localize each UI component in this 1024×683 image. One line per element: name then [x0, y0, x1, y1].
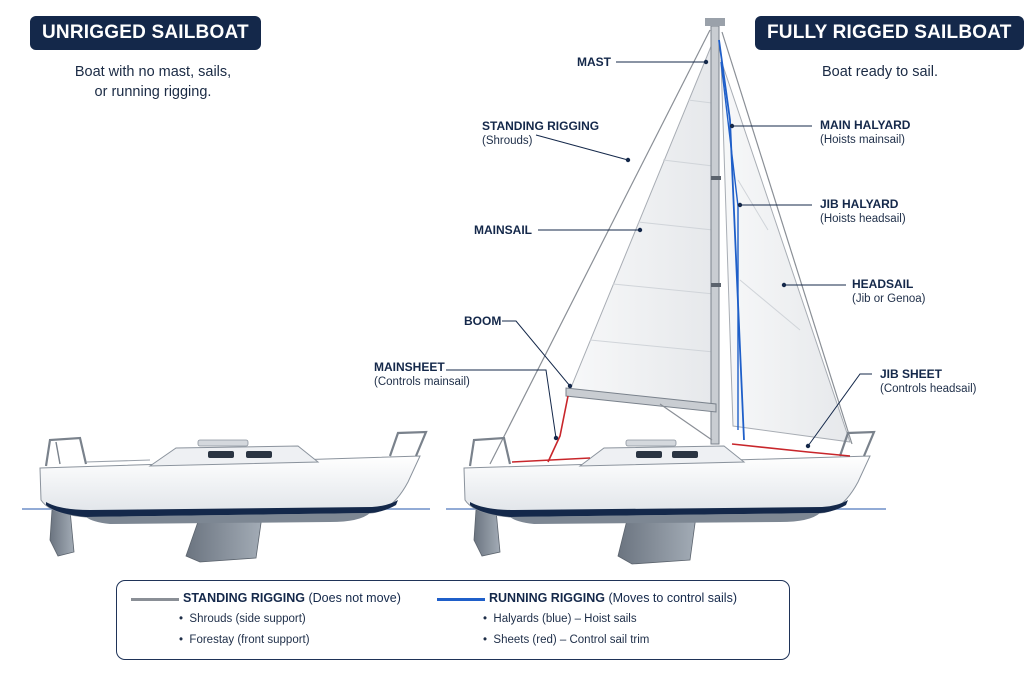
legend-running-swatch [437, 598, 485, 601]
callout-dots [553, 59, 811, 449]
legend-standing-item: • Forestay (front support) [179, 634, 310, 646]
left-subtitle-line1: Boat with no mast, sails, [74, 64, 232, 80]
bow-pulpit-right [838, 430, 876, 457]
callout-leaders [446, 61, 872, 447]
label-standing-rigging: STANDING RIGGING(Shrouds) [482, 119, 600, 147]
main-halyard-line [718, 39, 745, 441]
boom-spar [565, 387, 717, 413]
rigged-boat [446, 18, 886, 565]
legend-standing-swatch [131, 598, 179, 601]
label-mainsail: MAINSAIL [474, 223, 532, 237]
stern-pulpit-right [468, 436, 512, 467]
forestay-line [721, 31, 853, 445]
bow-pulpit-left [388, 430, 428, 457]
label-headsail: HEADSAIL(Jib or Genoa) [852, 277, 926, 305]
jib-sheet-line [731, 443, 851, 457]
mainsheet-line [547, 395, 569, 463]
shroud-line [489, 29, 711, 465]
legend-standing-item: • Shrouds (side support) [179, 613, 306, 625]
label-main-halyard: MAIN HALYARD(Hoists mainsail) [820, 118, 911, 146]
label-mainsheet: MAINSHEET(Controls mainsail) [374, 360, 470, 388]
headsail-shape [720, 59, 851, 443]
boot-stripe-left [46, 500, 398, 517]
jib-halyard-line [720, 61, 739, 430]
label-mast: MAST [577, 55, 611, 69]
left-subtitle-line2: or running rigging. [94, 84, 212, 100]
left-subtitle: Boat with no mast, sails, or running rig… [48, 62, 258, 102]
legend-running-title: RUNNING RIGGING (Moves to control sails) [489, 591, 737, 605]
right-subtitle: Boat ready to sail. [821, 64, 939, 80]
label-jib-halyard: JIB HALYARD(Hoists headsail) [820, 197, 906, 225]
rudder-right [473, 509, 501, 557]
boot-stripe-right [470, 500, 848, 517]
stern-pulpit-left [44, 436, 88, 467]
label-boom: BOOM [464, 314, 502, 328]
label-jib-sheet: JIB SHEET(Controls headsail) [880, 367, 977, 395]
unrigged-boat [22, 430, 430, 563]
mainsail-shape [569, 43, 715, 409]
legend-standing-title: STANDING RIGGING (Does not move) [183, 591, 401, 605]
legend-running-item: • Sheets (red) – Control sail trim [483, 634, 650, 646]
legend-box: STANDING RIGGING (Does not move) • Shrou… [116, 580, 790, 660]
left-title: UNRIGGED SAILBOAT [30, 16, 261, 50]
rudder-left [49, 509, 75, 557]
mast-spar [710, 25, 720, 445]
legend-running-item: • Halyards (blue) – Hoist sails [483, 613, 637, 625]
right-title: FULLY RIGGED SAILBOAT [755, 16, 1024, 50]
